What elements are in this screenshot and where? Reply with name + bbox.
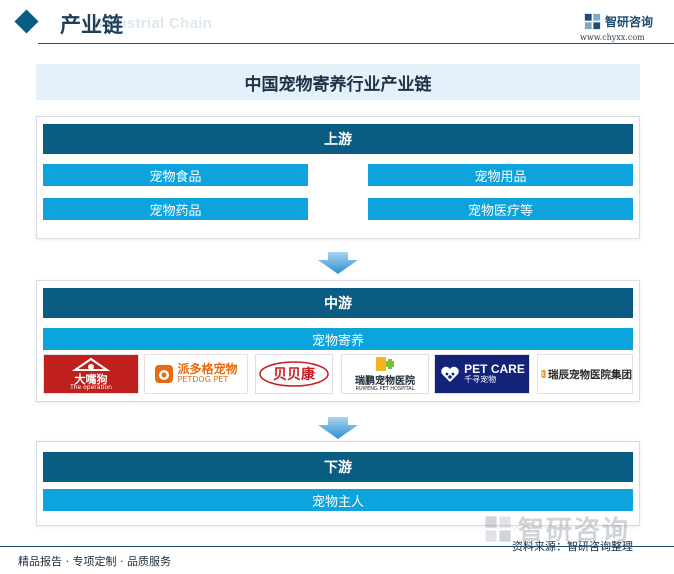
down-arrow-icon bbox=[318, 252, 358, 274]
logo-petcare-sub: 千寻宠物 bbox=[464, 375, 497, 385]
upstream-panel: 上游 宠物食品 宠物用品 宠物药品 宠物医疗等 bbox=[36, 116, 640, 239]
logo-dazuigou-sub: The operation bbox=[70, 384, 112, 391]
watermark-brand-name: 智研咨询 bbox=[518, 516, 631, 546]
down-arrow-icon bbox=[318, 417, 358, 439]
brand-logo-icon bbox=[584, 13, 601, 30]
logo-ruipeng-sub: RUIPENG PET HOSPITAL bbox=[355, 385, 415, 392]
dog-house-icon bbox=[71, 357, 111, 371]
upstream-header: 上游 bbox=[43, 124, 633, 154]
logo-ruichen: 瑞辰宠物医院集团 bbox=[537, 354, 633, 394]
downstream-item-pet-owner: 宠物主人 bbox=[43, 489, 633, 511]
logo-dazuigou-name: 大嘴狗 bbox=[74, 373, 108, 386]
logo-ruipeng: 瑞鹏宠物医院 RUIPENG PET HOSPITAL bbox=[341, 354, 429, 394]
header-title: 产业链 bbox=[60, 13, 123, 37]
logo-petdog: 派多格宠物 PETDOG PET bbox=[144, 354, 248, 394]
logo-beibeikang-name: 贝贝康 bbox=[273, 367, 315, 383]
page-header: Industrial Chain 产业链 智研咨询 www.chyxx.com bbox=[0, 0, 674, 46]
logo-dazuigou: 大嘴狗 The operation bbox=[43, 354, 139, 394]
logo-petdog-name: 派多格宠物 bbox=[177, 362, 238, 376]
logo-beibeikang: 贝贝康 bbox=[255, 354, 333, 394]
footer-tagline: 精品报告 · 专项定制 · 品质服务 bbox=[18, 555, 171, 568]
upstream-item-pet-medical: 宠物医疗等 bbox=[368, 198, 633, 220]
midstream-header: 中游 bbox=[43, 288, 633, 318]
ruipeng-cross-icon bbox=[376, 356, 394, 371]
upstream-item-pet-food: 宠物食品 bbox=[43, 164, 308, 186]
logo-ruichen-name: 瑞辰宠物医院集团 bbox=[548, 368, 632, 381]
logo-ruipeng-name: 瑞鹏宠物医院 bbox=[355, 375, 415, 387]
watermark-logo-icon bbox=[485, 515, 511, 542]
watermark-brand: 智研咨询 bbox=[484, 510, 630, 547]
logo-petcare: PET CARE 千寻宠物 bbox=[434, 354, 530, 394]
paw-heart-icon bbox=[441, 366, 459, 382]
upstream-item-pet-supplies: 宠物用品 bbox=[368, 164, 633, 186]
logo-petdog-sub: PETDOG PET bbox=[177, 375, 229, 385]
brand: 智研咨询 bbox=[584, 13, 653, 30]
header-divider bbox=[38, 43, 674, 44]
oval-frame-icon bbox=[259, 361, 329, 387]
brand-url: www.chyxx.com bbox=[580, 33, 645, 42]
petdog-logo-icon bbox=[155, 365, 174, 383]
diamond-icon bbox=[14, 9, 39, 34]
main-title: 中国宠物寄养行业产业链 bbox=[244, 74, 432, 95]
midstream-item-pet-boarding: 宠物寄养 bbox=[43, 328, 633, 350]
logo-petcare-name: PET CARE bbox=[464, 362, 525, 376]
downstream-header: 下游 bbox=[43, 452, 633, 482]
footer-divider bbox=[0, 546, 674, 547]
ruichen-logo-icon bbox=[541, 370, 546, 378]
upstream-item-pet-medicine: 宠物药品 bbox=[43, 198, 308, 220]
header-subtitle: Industrial Chain bbox=[94, 15, 213, 32]
brand-name: 智研咨询 bbox=[605, 15, 654, 29]
main-title-band: 中国宠物寄养行业产业链 bbox=[36, 64, 640, 100]
downstream-panel: 下游 宠物主人 bbox=[36, 441, 640, 526]
